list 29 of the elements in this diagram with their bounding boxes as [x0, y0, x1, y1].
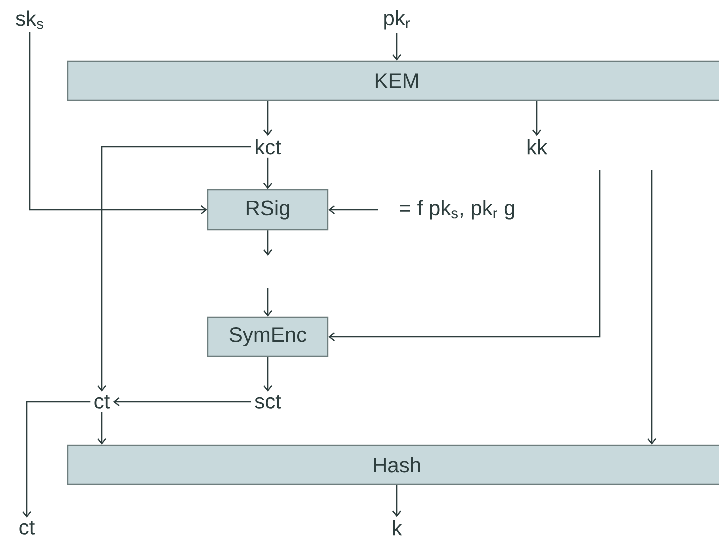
variable-label: pk$_{r}$	[384, 10, 410, 30]
arrow	[29, 32, 208, 214]
arrow	[648, 170, 657, 445]
variable-label: k	[393, 520, 402, 536]
arrow	[264, 101, 273, 136]
variable-label: ct	[94, 395, 110, 409]
variable-label: sct	[255, 395, 282, 409]
process-bar: Hash	[67, 444, 719, 486]
set-label: = f pk$_{s}$, pk$_{r}$ g	[400, 200, 514, 220]
process-bar: KEM	[67, 60, 719, 102]
process-box: SymEnc	[207, 316, 329, 358]
arrow	[98, 412, 107, 445]
arrow	[264, 288, 273, 317]
arrow	[264, 357, 273, 392]
arrow	[264, 230, 273, 256]
arrow	[392, 33, 402, 61]
arrow	[264, 158, 273, 190]
variable-label: sk$_{s}$	[16, 10, 44, 30]
arrow	[532, 101, 542, 136]
arrow	[392, 485, 402, 518]
arrow	[113, 398, 252, 407]
arrow	[22, 401, 91, 518]
process-box: RSig	[207, 189, 329, 231]
variable-label: kk	[528, 139, 548, 155]
arrow	[328, 206, 378, 214]
variable-label: ct	[20, 521, 36, 535]
variable-label: kct	[256, 139, 282, 155]
arrow	[328, 170, 601, 342]
arrow	[98, 146, 252, 392]
